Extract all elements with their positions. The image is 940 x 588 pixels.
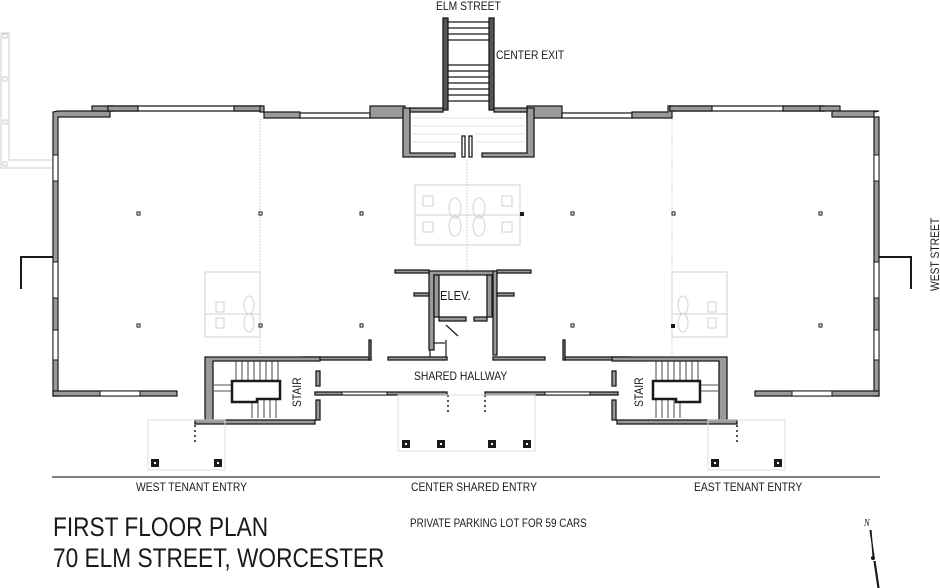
west-restroom [204, 271, 261, 338]
hallway-walls [302, 339, 631, 396]
street-label-east: WEST STREET [928, 217, 940, 291]
entry-door-jambs [194, 395, 738, 445]
window-openings [52, 154, 880, 397]
plan-address: 70 ELM STREET, WORCESTER [53, 543, 385, 573]
elevator-label: ELEV. [440, 288, 471, 303]
street-label-north: ELM STREET [436, 0, 501, 13]
east-stair-treads [655, 361, 718, 418]
hallway-windows [341, 391, 591, 396]
east-tenant-entry-label: EAST TENANT ENTRY [694, 480, 803, 494]
north-arrow-icon [869, 529, 880, 588]
east-stair [611, 356, 738, 425]
side-porches [20, 256, 912, 289]
center-vestibule [402, 107, 535, 158]
stair-east-label: STAIR [632, 377, 646, 407]
center-exit-stair [442, 17, 495, 111]
elevator-core [394, 269, 532, 356]
west-stair [194, 356, 321, 425]
north-arrow-label: N [864, 518, 870, 529]
plan-title: FIRST FLOOR PLAN [53, 512, 269, 542]
vestibule-floor-hatch [412, 117, 525, 143]
parking-note: PRIVATE PARKING LOT FOR 59 CARS [410, 518, 587, 530]
porch-columns [151, 440, 782, 467]
interior-columns [136, 211, 823, 328]
center-exit-label: CENTER EXIT [496, 48, 565, 62]
exterior-walls [52, 105, 880, 397]
porch-outlines [147, 394, 786, 471]
west-stair-well [230, 379, 282, 404]
shared-hallway-label: SHARED HALLWAY [414, 369, 508, 383]
elevator-door-swing [445, 324, 459, 337]
porch-column-cores [154, 443, 779, 464]
east-restroom [671, 271, 728, 338]
west-tenant-entry-label: WEST TENANT ENTRY [136, 480, 248, 494]
site-walkway [0, 32, 52, 169]
solid-columns [520, 212, 675, 328]
east-stair-well [651, 379, 702, 404]
stair-west-label: STAIR [290, 377, 304, 407]
center-shared-entry-label: CENTER SHARED ENTRY [411, 480, 537, 494]
